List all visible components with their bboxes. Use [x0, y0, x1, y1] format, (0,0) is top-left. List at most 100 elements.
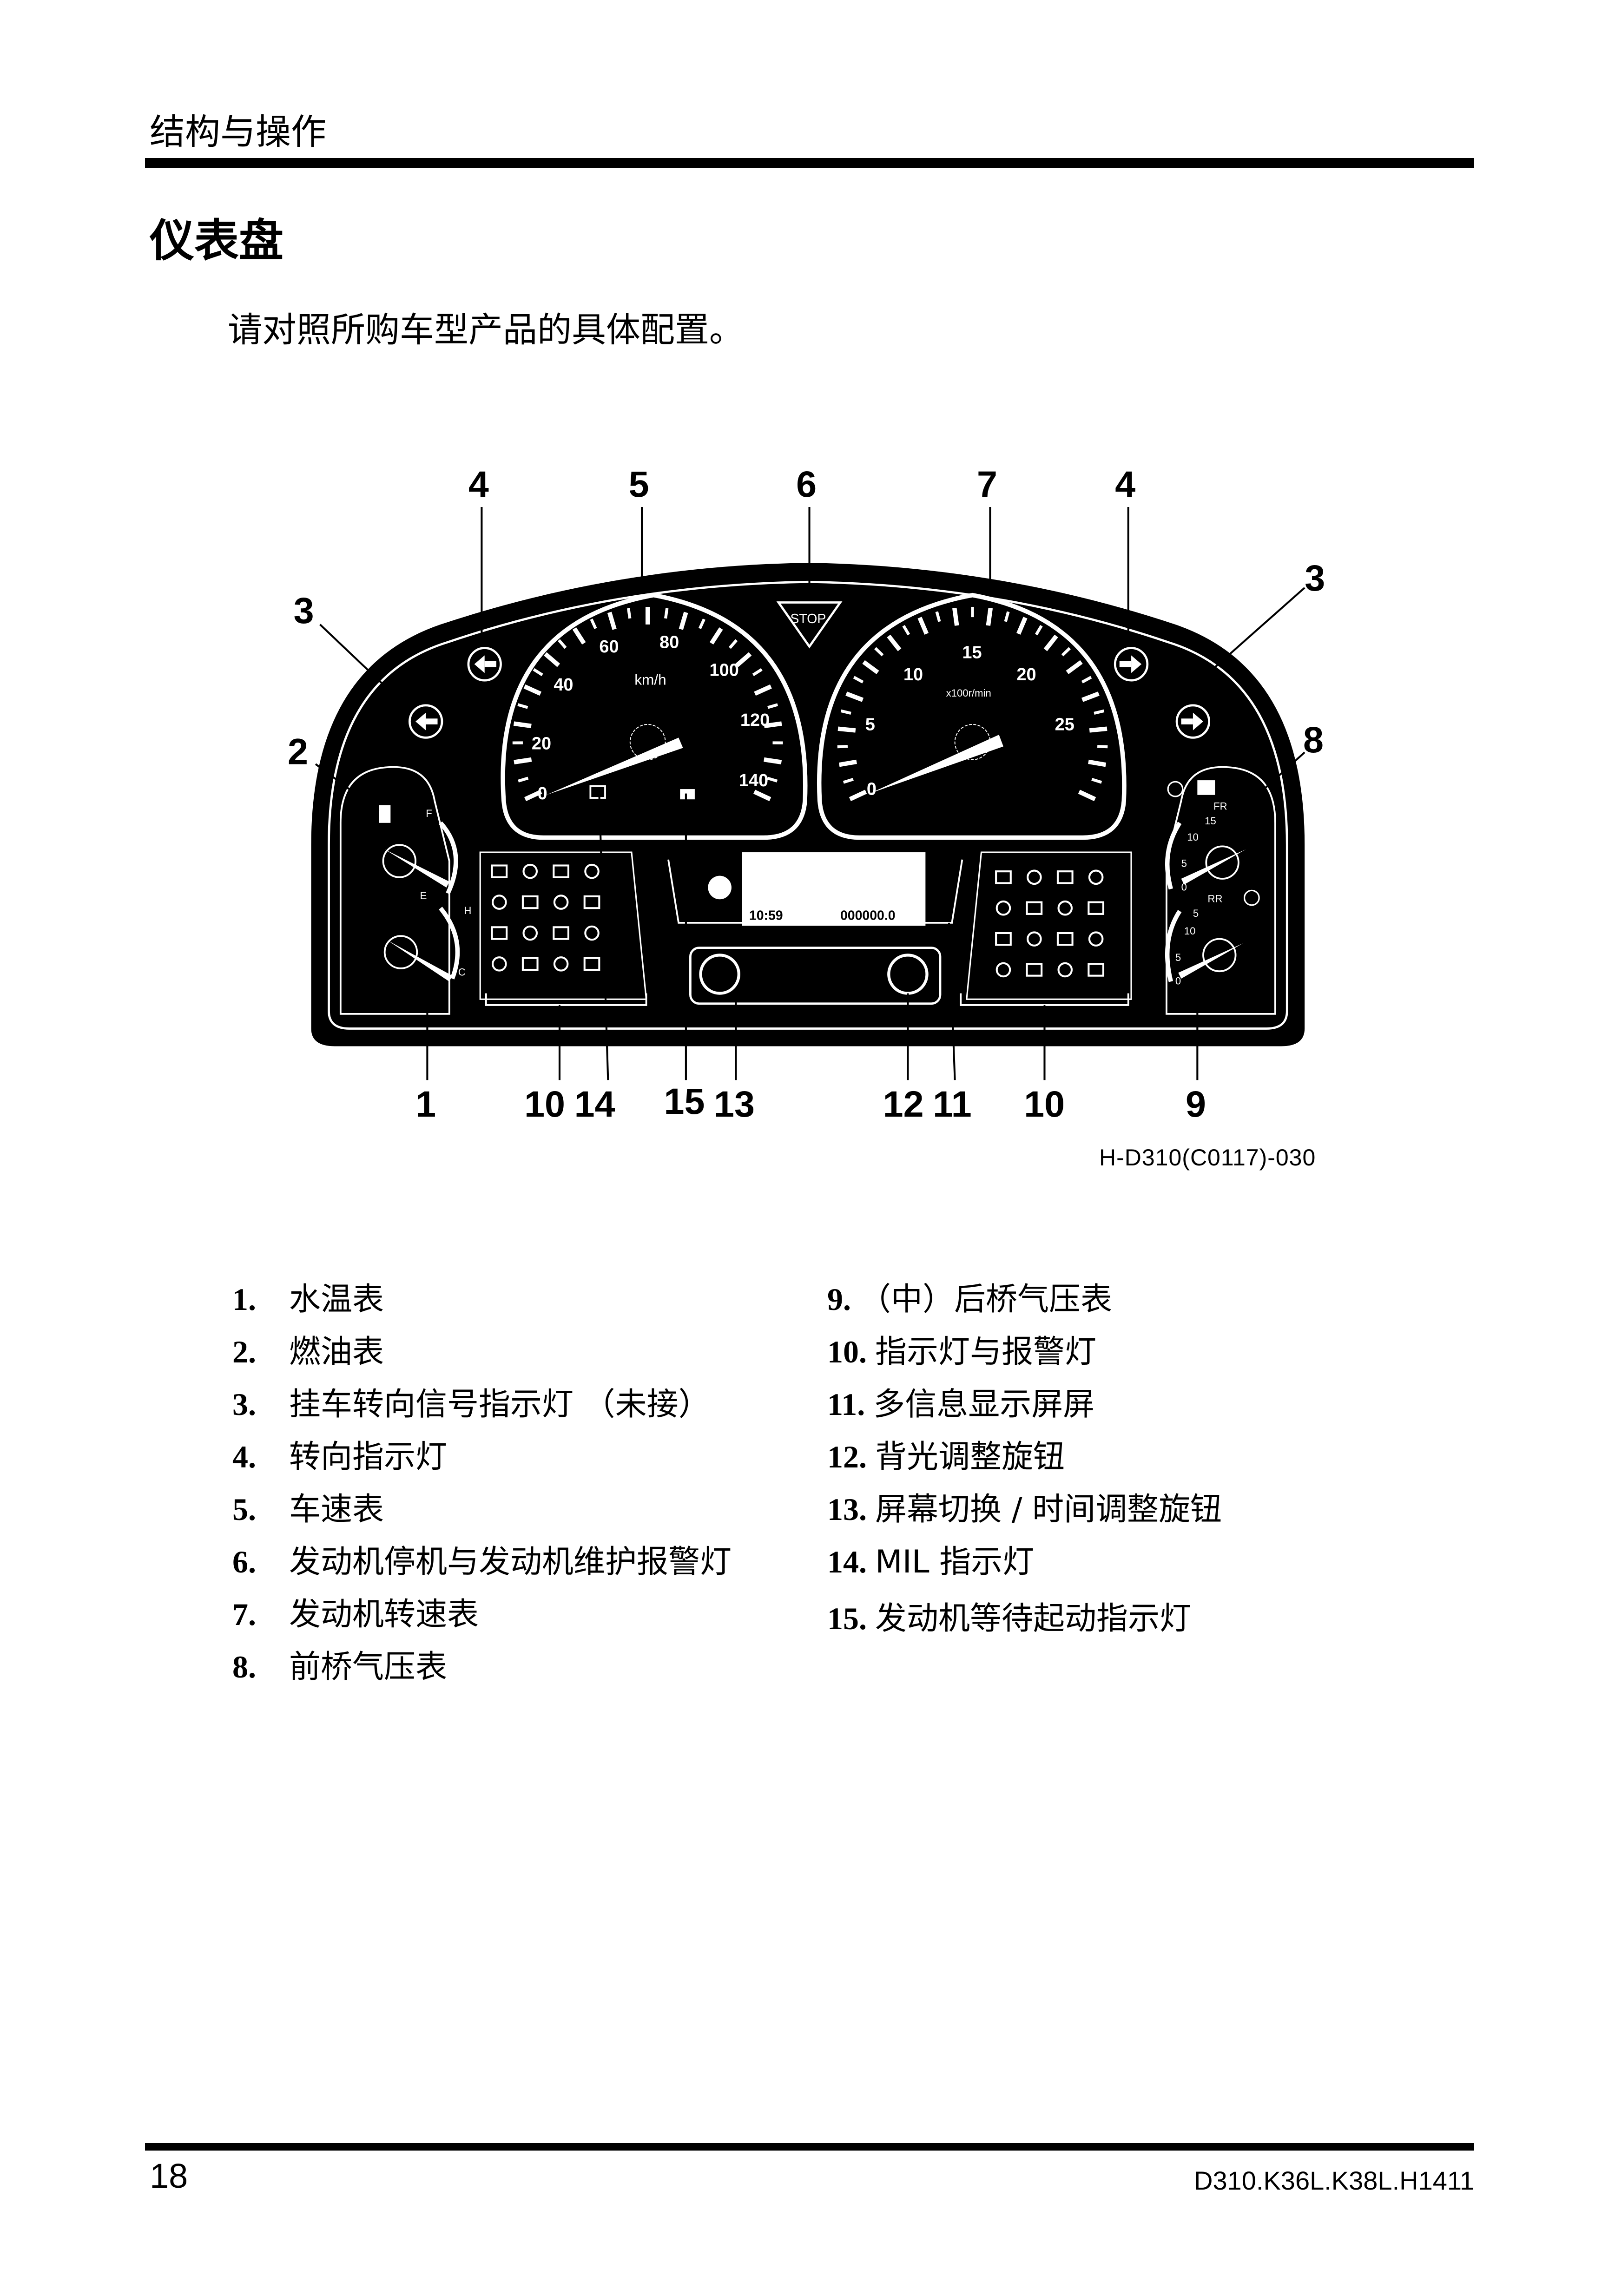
- legend-text: 发动机转速表: [289, 1596, 479, 1633]
- legend-item: 11.多信息显示屏屏: [827, 1378, 1222, 1431]
- document-code: D310.K36L.K38L.H1411: [1194, 2166, 1474, 2195]
- indicator-lamp-icon: [492, 895, 507, 910]
- speed-label: 100: [710, 661, 739, 680]
- gauge-tick: [1091, 777, 1102, 784]
- speed-label: 0: [538, 784, 547, 803]
- page-subtitle: 请对照所购车型产品的具体配置。: [228, 310, 744, 350]
- legend-number: 1.: [232, 1282, 256, 1317]
- mil-lamp-icon: [589, 785, 606, 799]
- temp-hot-label: H: [464, 905, 471, 916]
- rpm-label: 0: [867, 780, 877, 799]
- indicator-lamp-icon: [995, 932, 1012, 946]
- warning-lamp-icon: [1167, 781, 1184, 797]
- left-gauge-panel: [339, 766, 450, 1015]
- gauge-tick: [590, 618, 597, 629]
- indicator-lamp-icon: [584, 925, 600, 941]
- right-lamp-panel: [966, 851, 1132, 1000]
- gauge-tick: [862, 660, 879, 674]
- gauge-tick: [764, 757, 782, 764]
- gauge-tick: [664, 608, 669, 619]
- callout-14: 14: [574, 1083, 615, 1125]
- legend-number: 3.: [232, 1387, 256, 1422]
- indicator-lamp-icon: [491, 926, 508, 940]
- gauge-tick: [874, 647, 884, 657]
- indicator-lamp-icon: [1088, 931, 1104, 947]
- gauge-tick: [1004, 611, 1010, 622]
- backlight-knob[interactable]: [887, 954, 929, 995]
- tachometer-ticks: [837, 606, 1108, 802]
- speed-label: 80: [659, 633, 679, 652]
- gauge-tick: [1066, 660, 1083, 674]
- fr-tick-label: 15: [1205, 815, 1216, 827]
- gauge-tick: [558, 639, 567, 649]
- callout-15: 15: [664, 1080, 705, 1122]
- legend-text: 背光调整旋钮: [875, 1439, 1065, 1475]
- gauge-tick: [902, 625, 910, 636]
- gauge-tick: [533, 668, 543, 677]
- tachometer-needle: [870, 735, 1003, 794]
- header-divider: [145, 158, 1474, 168]
- callout-7: 7: [977, 463, 997, 505]
- stop-lamp-icon: [776, 601, 843, 649]
- right-gauge-panel: [1166, 766, 1276, 1015]
- indicator-lamp-icon: [1056, 932, 1074, 946]
- legend-text: 屏幕切换 / 时间调整旋钮: [875, 1491, 1222, 1528]
- gauge-tick: [544, 652, 560, 667]
- tachometer-bezel: [817, 592, 1127, 840]
- legend-number: 14.: [827, 1544, 867, 1579]
- gauge-tick: [1089, 726, 1107, 733]
- screen-time-knob[interactable]: [699, 954, 740, 995]
- rr-tick-label: 10: [1184, 925, 1196, 937]
- legend-item: 7.发动机转速表: [232, 1588, 732, 1641]
- gauge-tick: [752, 668, 763, 677]
- fuel-icon: [379, 805, 391, 823]
- legend-number: 13.: [827, 1492, 867, 1527]
- indicator-lamp-icon: [1057, 962, 1073, 978]
- gauge-tick: [1081, 676, 1092, 684]
- callout-5: 5: [629, 463, 649, 505]
- speed-label: 60: [599, 637, 619, 657]
- indicator-lamp-icon: [1027, 869, 1042, 885]
- callout-12: 12: [883, 1083, 924, 1125]
- indicator-lamp-icon: [492, 956, 507, 972]
- gauge-tick: [767, 703, 778, 709]
- gauge-tick: [887, 634, 902, 651]
- gauge-tick: [849, 789, 867, 802]
- indicator-lamp-icon: [1056, 870, 1074, 884]
- legend-item: 5.车速表: [232, 1483, 732, 1536]
- gauge-tick: [607, 612, 617, 630]
- gauge-tick: [986, 607, 993, 626]
- legend-text: 前桥气压表: [289, 1649, 448, 1685]
- rpm-label: 5: [865, 715, 875, 735]
- gauge-tick: [572, 627, 586, 645]
- legend-number: 12.: [827, 1439, 867, 1474]
- speedometer-needle: [546, 737, 683, 795]
- gauge-tick: [709, 627, 723, 645]
- gauge-tick: [735, 652, 752, 667]
- gauge-tick: [518, 776, 529, 783]
- gauge-tick: [753, 789, 771, 802]
- speed-label: 40: [554, 675, 573, 695]
- gauge-tick: [837, 726, 856, 733]
- rr-tick-label: 0: [1175, 975, 1181, 987]
- callout-4: 4: [1115, 463, 1135, 505]
- gauge-tick: [1061, 647, 1071, 657]
- legend-text: 车速表: [289, 1491, 384, 1528]
- instrument-cluster-diagram: 0 20 40 60 80 100 120 140 km/h 0 5 10 15…: [288, 463, 1325, 1125]
- gauge-tick: [935, 611, 941, 622]
- section-header: 结构与操作: [150, 111, 326, 152]
- page-title: 仪表盘: [150, 215, 283, 267]
- callout-13: 13: [714, 1083, 755, 1125]
- brake-warning-icon: [1243, 889, 1260, 906]
- indicator-lamp-icon: [1027, 931, 1042, 947]
- indicator-lamp-icon: [521, 895, 539, 909]
- gauge-tick: [523, 684, 542, 696]
- legend-item: 9.（中）后桥气压表: [827, 1273, 1222, 1326]
- rpm-label: 15: [962, 643, 982, 663]
- engine-wait-lamp-icon: [680, 789, 695, 800]
- legend-number: 10.: [827, 1334, 867, 1369]
- callout-8: 8: [1303, 719, 1324, 760]
- display-odometer: 000000.0: [840, 908, 896, 923]
